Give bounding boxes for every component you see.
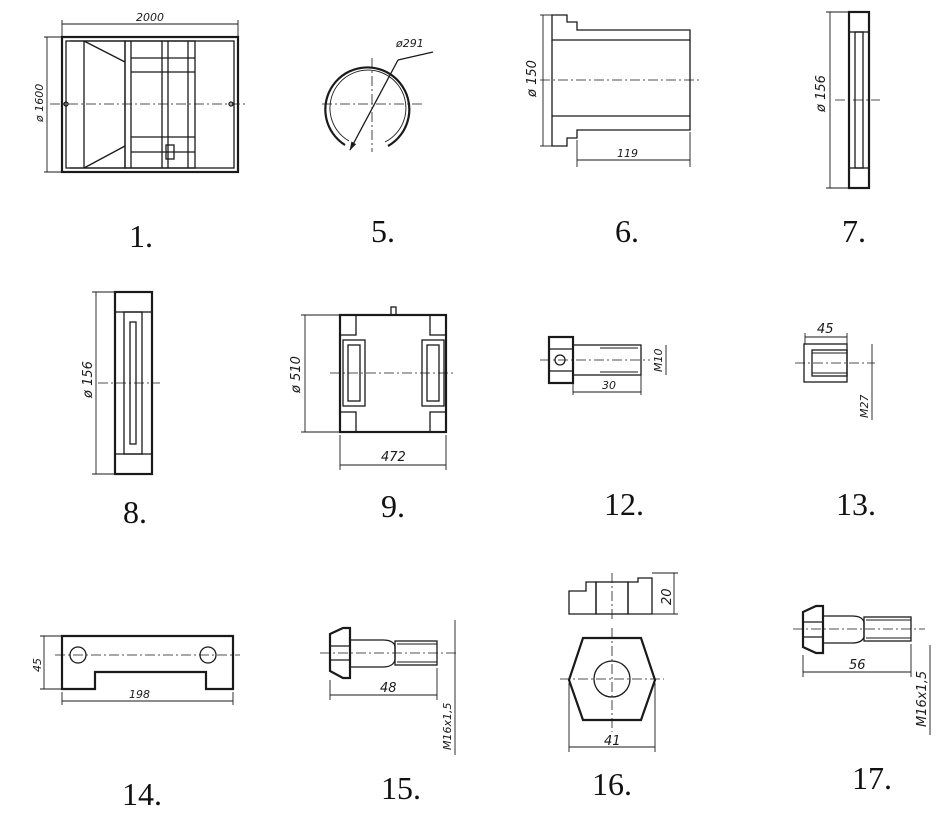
dim-p8-diameter: ø 156: [81, 361, 96, 399]
dim-p9-diameter: ø 510: [289, 356, 304, 394]
dim-p1-width: 2000: [136, 11, 164, 24]
part-number-5: 5.: [371, 213, 395, 249]
dim-p12-thread: M10: [652, 349, 665, 373]
dim-p5-diameter: ø291: [395, 37, 424, 50]
part-1-drawing: [44, 20, 245, 174]
dim-p16-height: 20: [660, 588, 675, 605]
dim-p13-thread: M27: [858, 395, 871, 419]
part-number-8: 8.: [123, 494, 147, 530]
part-12-drawing: [540, 335, 667, 395]
dim-p14-length: 198: [129, 688, 150, 701]
dim-p12-length: 30: [602, 379, 616, 392]
part-14-drawing: [40, 634, 240, 705]
dim-p1-diameter: ø 1600: [33, 84, 46, 123]
dim-p6-length: 119: [617, 147, 638, 160]
part-number-14: 14.: [122, 776, 162, 812]
part-number-7: 7.: [842, 213, 866, 249]
part-7-drawing: [826, 10, 880, 190]
part-number-12: 12.: [604, 486, 644, 522]
part-16-drawing: [560, 572, 678, 752]
dim-p13-length: 45: [817, 322, 834, 337]
part-number-6: 6.: [615, 213, 639, 249]
part-5-drawing: [322, 51, 434, 152]
part-9-drawing: [301, 306, 455, 470]
part-number-15: 15.: [381, 770, 421, 806]
dim-p9-length: 472: [381, 450, 406, 465]
part-number-16: 16.: [592, 766, 632, 802]
dim-p14-height: 45: [31, 658, 44, 672]
part-8-drawing: [92, 290, 160, 476]
dim-p7-diameter: ø 156: [814, 75, 829, 113]
part-17-drawing: [793, 604, 931, 735]
dim-p17-length: 56: [849, 658, 866, 673]
part-number-9: 9.: [381, 488, 405, 524]
part-number-1: 1.: [129, 218, 153, 254]
dim-p15-length: 48: [380, 681, 397, 696]
dim-p15-thread: M16x1,5: [441, 703, 454, 751]
dim-p17-thread: M16x1,5: [915, 671, 930, 727]
part-15-drawing: [320, 620, 458, 755]
part-number-17: 17.: [852, 760, 892, 796]
dim-p6-diameter: ø 150: [525, 60, 540, 98]
dimension-labels: 2000 ø 1600 ø291 ø 150 119 ø 156 ø 156 ø…: [31, 11, 930, 750]
part-number-13: 13.: [836, 486, 876, 522]
dim-p16-width: 41: [604, 734, 621, 749]
part-13-drawing: [795, 333, 875, 420]
part-6-drawing: [540, 14, 700, 167]
